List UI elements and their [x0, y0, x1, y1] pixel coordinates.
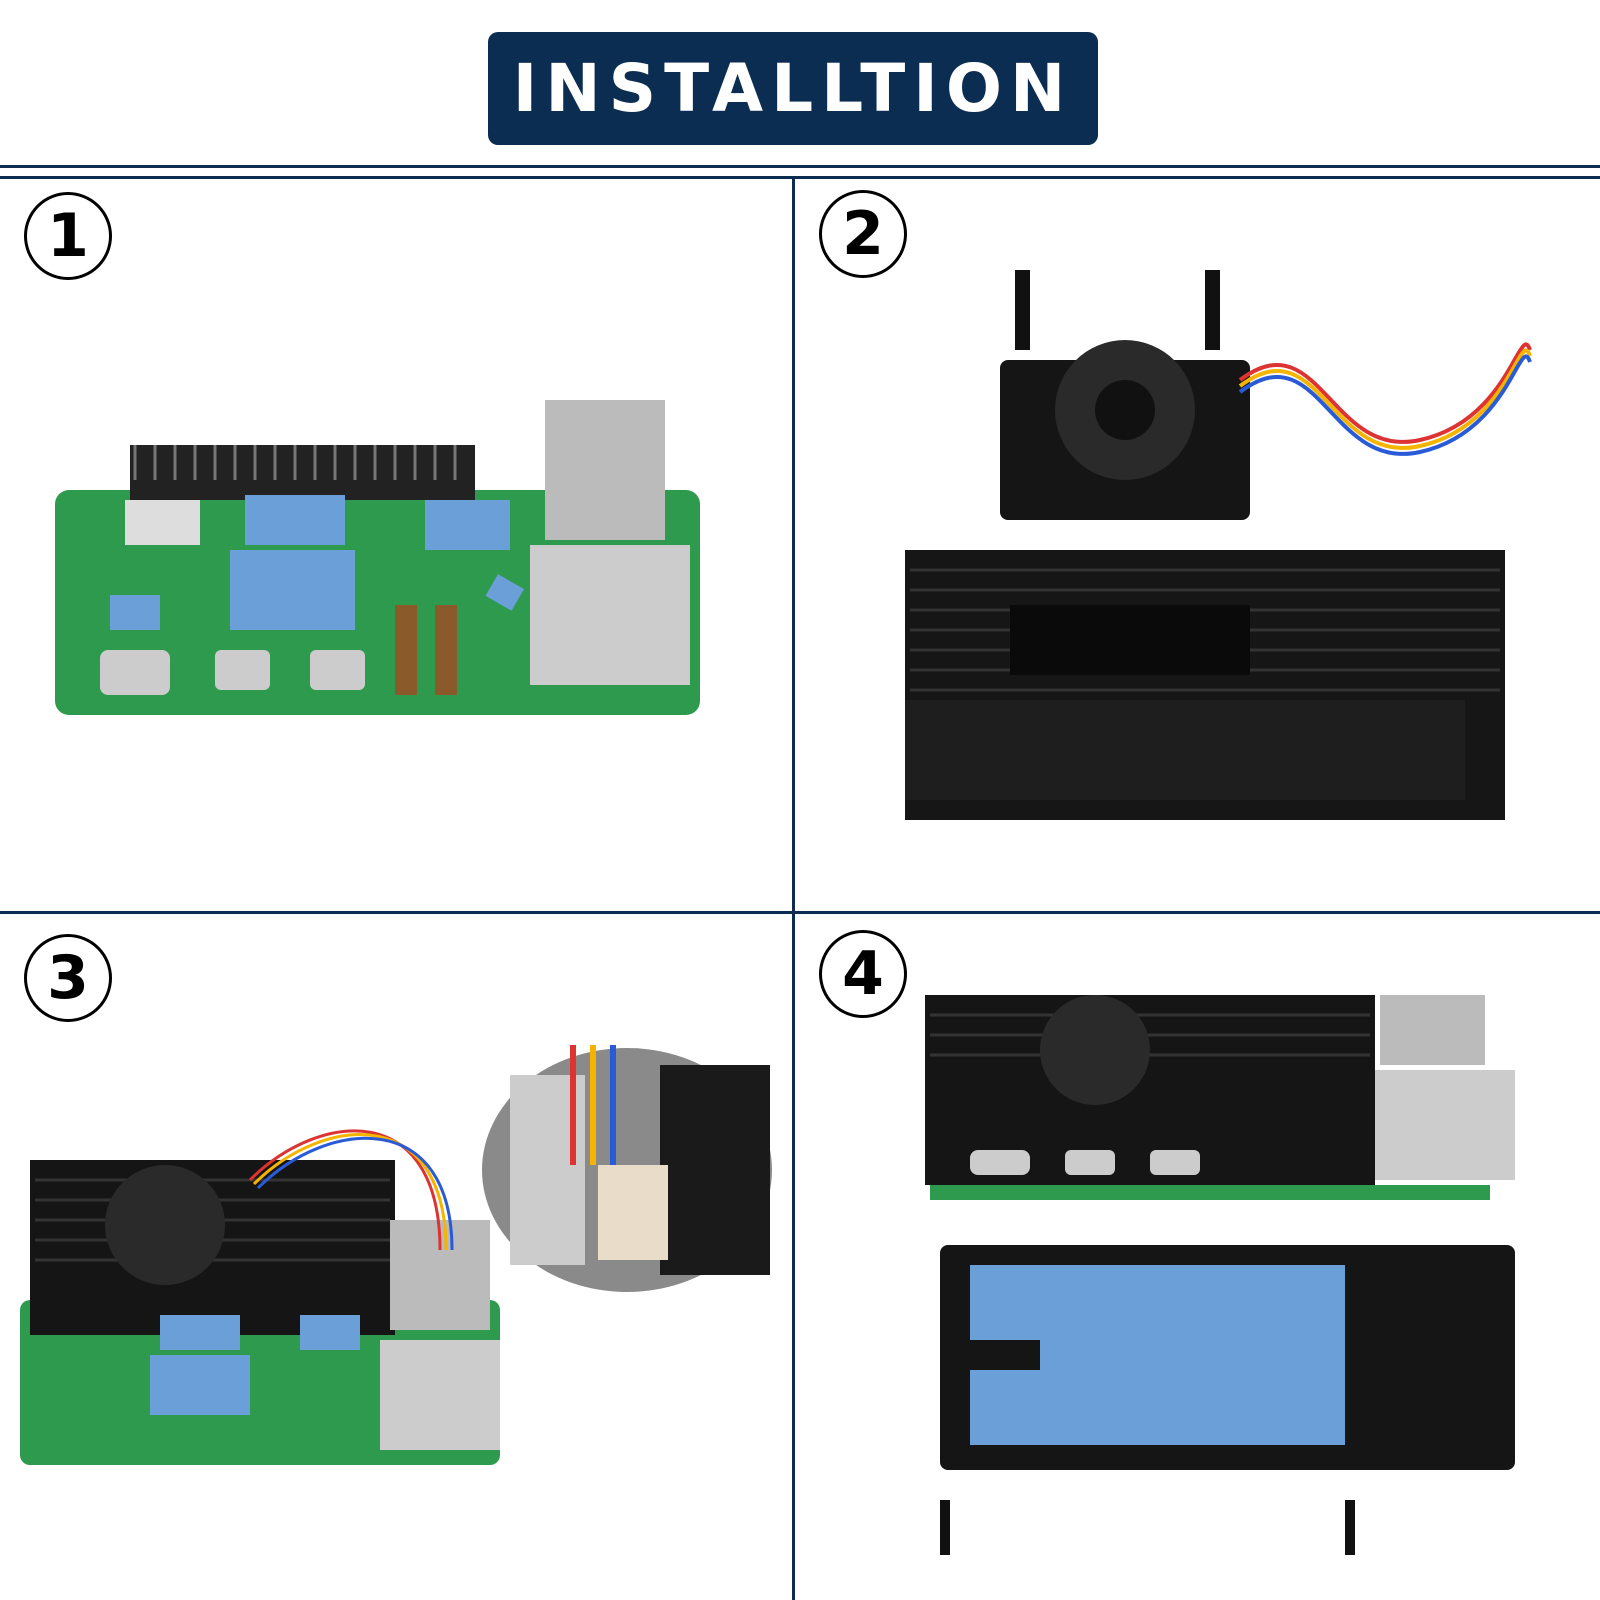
title-banner: INSTALLTION [488, 32, 1098, 145]
raspberry-pi-board-image [55, 400, 700, 715]
screw-icon [1205, 270, 1220, 350]
page-title: INSTALLTION [512, 50, 1074, 127]
divider-vertical [792, 178, 795, 1600]
fan-and-case-image [905, 270, 1532, 820]
step-4-badge: 4 [819, 930, 907, 1018]
step-2-badge: 2 [819, 190, 907, 278]
case-assembly-image [925, 995, 1515, 1555]
screw-icon [1015, 270, 1030, 350]
step-3-badge: 3 [24, 934, 112, 1022]
screw-icon [940, 1500, 950, 1555]
divider-top-1 [0, 165, 1600, 168]
divider-top-2 [0, 176, 1600, 179]
screw-icon [1345, 1500, 1355, 1555]
connector-closeup-image [482, 1045, 772, 1292]
assembled-board-with-cooler-image [20, 1129, 500, 1465]
divider-middle [0, 911, 1600, 914]
step-1-badge: 1 [24, 192, 112, 280]
